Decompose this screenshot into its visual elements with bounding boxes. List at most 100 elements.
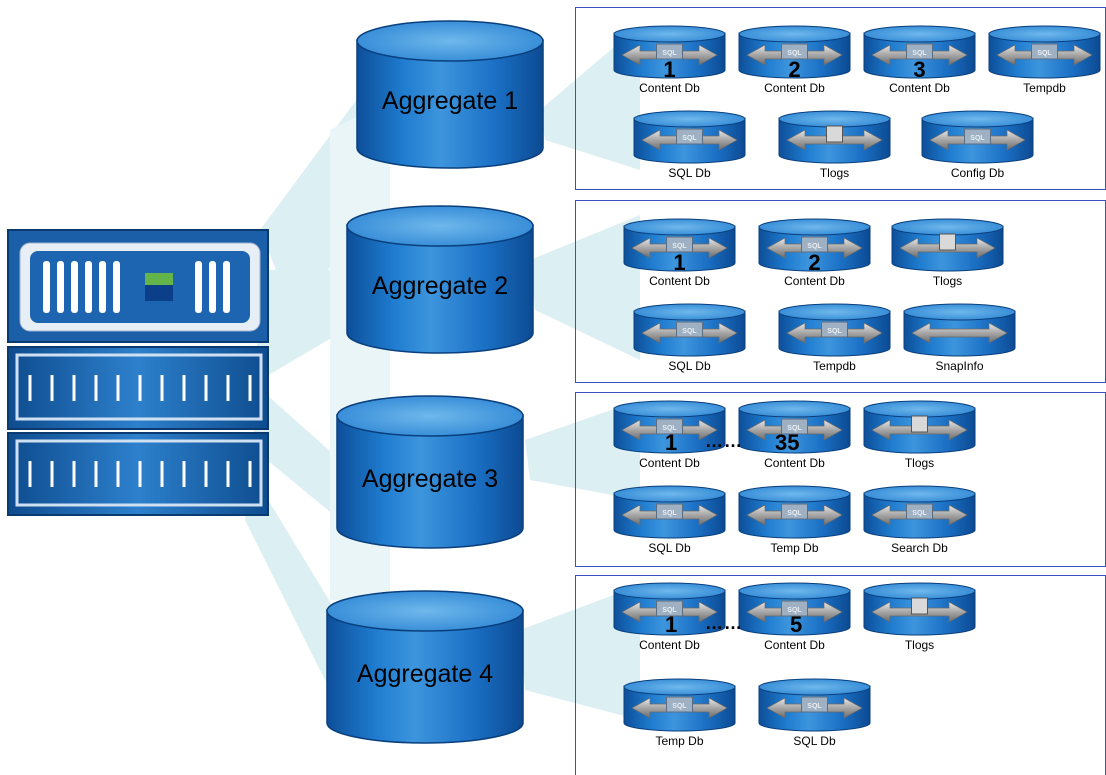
aggregate-2-volume-tlogs: Tlogs — [890, 218, 1005, 289]
svg-text:SQL: SQL — [672, 703, 687, 710]
volume-label: Search Db — [891, 541, 948, 555]
volume-number: 2 — [808, 250, 821, 275]
range-ellipsis: …… — [705, 431, 743, 451]
storage-controller-icon — [7, 229, 269, 516]
database-cylinder-icon — [336, 395, 524, 549]
svg-text:SQL: SQL — [662, 425, 677, 432]
volume-label: Content Db — [639, 81, 700, 95]
log-arrow-icon — [778, 110, 891, 164]
sql-arrow-icon: SQL — [758, 218, 871, 272]
svg-text:SQL: SQL — [970, 135, 985, 142]
volume-label: SQL Db — [668, 166, 711, 180]
aggregate-2-volume-sql-db: SQL SQL Db — [632, 303, 747, 374]
svg-text:SQL: SQL — [682, 328, 697, 335]
volume-label: Tlogs — [904, 456, 935, 470]
sql-arrow-icon: SQL — [921, 110, 1034, 164]
volume-label: SQL Db — [793, 734, 836, 748]
database-cylinder-icon — [356, 20, 544, 169]
svg-text:SQL: SQL — [787, 510, 802, 517]
volume-label: Config Db — [950, 166, 1005, 180]
sql-arrow-icon: SQL — [988, 25, 1101, 79]
volume-label: Tlogs — [819, 166, 850, 180]
svg-text:SQL: SQL — [827, 328, 842, 335]
svg-text:SQL: SQL — [682, 135, 697, 142]
sql-arrow-icon: SQL — [623, 678, 736, 732]
volume-label: Tlogs — [904, 638, 935, 652]
volume-label: Content Db — [649, 274, 710, 288]
volume-number: 2 — [788, 57, 801, 82]
volume-number: 1 — [673, 250, 686, 275]
aggregate-2-volume-snapinfo: SnapInfo — [902, 303, 1017, 374]
aggregate-1-cylinder: Aggregate 1 — [355, 20, 545, 170]
arrow-icon — [903, 303, 1016, 357]
sql-arrow-icon: SQL — [613, 582, 726, 636]
log-arrow-icon — [891, 218, 1004, 272]
volume-label: SQL Db — [668, 359, 711, 373]
aggregate-3-volume-temp-db: SQL Temp Db — [737, 485, 852, 556]
svg-text:SQL: SQL — [662, 607, 677, 614]
sql-arrow-icon: SQL — [863, 25, 976, 79]
volume-label: Tempdb — [1023, 81, 1066, 95]
sql-arrow-icon: SQL — [613, 485, 726, 539]
sql-arrow-icon: SQL — [613, 25, 726, 79]
aggregate-2-volume-tempdb: SQL Tempdb — [777, 303, 892, 374]
range-start-number: 1 — [665, 430, 678, 455]
sql-arrow-icon: SQL — [738, 485, 851, 539]
aggregate-3-volume-content-db: SQL Content Db — [737, 400, 852, 471]
volume-label: Content Db — [764, 456, 825, 470]
sql-arrow-icon: SQL — [623, 218, 736, 272]
sql-arrow-icon: SQL — [863, 485, 976, 539]
aggregate-4-volume-tlogs: Tlogs — [862, 582, 977, 653]
sql-arrow-icon: SQL — [738, 25, 851, 79]
sql-arrow-icon: SQL — [633, 110, 746, 164]
range-start-number: 1 — [665, 612, 678, 637]
aggregate-4-volume-sql-db: SQL SQL Db — [757, 678, 872, 749]
svg-text:SQL: SQL — [787, 425, 802, 432]
svg-text:SQL: SQL — [912, 50, 927, 57]
sql-arrow-icon: SQL — [633, 303, 746, 357]
aggregate-3-cylinder: Aggregate 3 — [335, 395, 525, 550]
svg-text:SQL: SQL — [807, 243, 822, 250]
sql-arrow-icon: SQL — [738, 582, 851, 636]
svg-text:SQL: SQL — [672, 243, 687, 250]
database-cylinder-icon — [346, 205, 534, 354]
range-end-number: 35 — [775, 430, 800, 455]
volume-label: Tempdb — [813, 359, 856, 373]
sql-arrow-icon: SQL — [613, 400, 726, 454]
svg-text:SQL: SQL — [662, 50, 677, 57]
storage-system — [5, 225, 270, 525]
volume-number: 3 — [913, 57, 926, 82]
volume-label: SnapInfo — [935, 359, 984, 373]
sql-arrow-icon: SQL — [778, 303, 891, 357]
aggregate-3-volume-content-db: SQL Content Db — [612, 400, 727, 471]
aggregate-4-cylinder: Aggregate 4 — [325, 590, 525, 745]
aggregate-2-cylinder: Aggregate 2 — [345, 205, 535, 355]
volume-label: Content Db — [639, 456, 700, 470]
aggregate-4-volume-content-db: SQL Content Db — [737, 582, 852, 653]
sql-arrow-icon: SQL — [758, 678, 871, 732]
database-cylinder-icon — [326, 590, 524, 744]
log-arrow-icon — [863, 400, 976, 454]
volume-label: Tlogs — [932, 274, 963, 288]
volume-label: Content Db — [764, 638, 825, 652]
svg-text:SQL: SQL — [1037, 50, 1052, 57]
aggregate-1-volume-config-db: SQL Config Db — [920, 110, 1035, 181]
volume-label: Content Db — [784, 274, 845, 288]
volume-label: Temp Db — [770, 541, 819, 555]
svg-text:SQL: SQL — [662, 510, 677, 517]
aggregate-3-volume-search-db: SQL Search Db — [862, 485, 977, 556]
volume-label: Temp Db — [655, 734, 704, 748]
svg-text:SQL: SQL — [807, 703, 822, 710]
aggregate-1-volume-tlogs: Tlogs — [777, 110, 892, 181]
log-arrow-icon — [863, 582, 976, 636]
range-ellipsis: …… — [705, 613, 743, 633]
svg-text:SQL: SQL — [912, 510, 927, 517]
aggregate-3-volume-tlogs: Tlogs — [862, 400, 977, 471]
aggregate-4-volume-temp-db: SQL Temp Db — [622, 678, 737, 749]
